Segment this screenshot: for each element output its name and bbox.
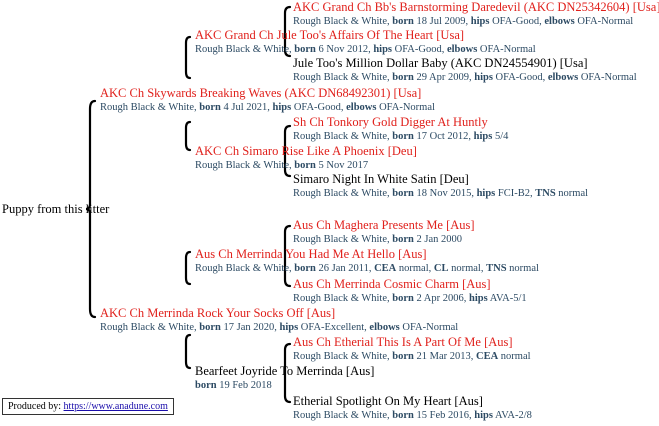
- sire-dam-entry: AKC Ch Simaro Rise Like A Phoenix [Deu] …: [195, 144, 417, 172]
- dam-dam-entry: Bearfeet Joyride To Merrinda [Aus] born …: [195, 364, 374, 392]
- dam-sire-details: Rough Black & White, born 26 Jan 2011, C…: [195, 263, 539, 274]
- sire-sire-sire-name[interactable]: AKC Grand Ch Bb's Barnstorming Daredevil…: [293, 0, 659, 14]
- sire-sire-dam-details: Rough Black & White, born 29 Apr 2009, h…: [293, 72, 637, 83]
- producer-label: Produced by:: [8, 401, 62, 412]
- sire-dam-dam-name[interactable]: Simaro Night In White Satin [Deu]: [293, 172, 469, 186]
- sire-entry: AKC Ch Skywards Breaking Waves (AKC DN68…: [100, 86, 435, 114]
- sire-sire-sire-entry: AKC Grand Ch Bb's Barnstorming Daredevil…: [293, 0, 659, 28]
- sire-dam-sire-entry: Sh Ch Tonkory Gold Digger At Huntly Roug…: [293, 115, 508, 143]
- puppy-label: Puppy from this litter: [2, 202, 110, 216]
- sire-dam-dam-entry: Simaro Night In White Satin [Deu] Rough …: [293, 172, 588, 200]
- dam-dam-sire-details: Rough Black & White, born 21 Mar 2013, C…: [293, 351, 531, 362]
- sire-sire-name[interactable]: AKC Grand Ch Jule Too's Affairs Of The H…: [195, 28, 465, 42]
- sire-details: Rough Black & White, born 4 Jul 2021, hi…: [100, 102, 435, 113]
- producer-box: Produced by: https://www.anadune.com: [2, 398, 174, 415]
- dam-sire-entry: Aus Ch Merrinda You Had Me At Hello [Aus…: [195, 247, 539, 275]
- dam-dam-name[interactable]: Bearfeet Joyride To Merrinda [Aus]: [195, 364, 375, 378]
- dam-dam-sire-name[interactable]: Aus Ch Etherial This Is A Part Of Me [Au…: [293, 335, 513, 349]
- sire-dam-sire-name[interactable]: Sh Ch Tonkory Gold Digger At Huntly: [293, 115, 488, 129]
- sire-sire-entry: AKC Grand Ch Jule Too's Affairs Of The H…: [195, 28, 536, 56]
- dam-dam-dam-details: Rough Black & White, born 15 Feb 2016, h…: [293, 410, 532, 421]
- sire-sire-sire-details: Rough Black & White, born 18 Jul 2009, h…: [293, 16, 634, 27]
- dam-dam-details: born 19 Feb 2018: [195, 380, 272, 391]
- dam-dam-dam-name[interactable]: Etherial Spotlight On My Heart [Aus]: [293, 394, 483, 408]
- dam-sire-sire-details: Rough Black & White, born 2 Jan 2000: [293, 234, 462, 245]
- sire-name[interactable]: AKC Ch Skywards Breaking Waves (AKC DN68…: [100, 86, 422, 100]
- dam-entry: AKC Ch Merrinda Rock Your Socks Off [Aus…: [100, 306, 458, 334]
- dam-name[interactable]: AKC Ch Merrinda Rock Your Socks Off [Aus…: [100, 306, 336, 320]
- producer-link[interactable]: https://www.anadune.com: [63, 401, 168, 412]
- sire-dam-sire-details: Rough Black & White, born 17 Oct 2012, h…: [293, 131, 509, 142]
- dam-dam-dam-entry: Etherial Spotlight On My Heart [Aus] Rou…: [293, 394, 532, 422]
- sire-sire-dam-name[interactable]: Jule Too's Million Dollar Baby (AKC DN24…: [293, 56, 588, 70]
- dam-sire-dam-details: Rough Black & White, born 2 Apr 2006, hi…: [293, 293, 527, 304]
- dam-sire-dam-entry: Aus Ch Merrinda Cosmic Charm [Aus] Rough…: [293, 277, 527, 305]
- dam-sire-name[interactable]: Aus Ch Merrinda You Had Me At Hello [Aus…: [195, 247, 427, 261]
- dam-sire-dam-name[interactable]: Aus Ch Merrinda Cosmic Charm [Aus]: [293, 277, 491, 291]
- sire-sire-details: Rough Black & White, born 6 Nov 2012, hi…: [195, 44, 536, 55]
- dam-details: Rough Black & White, born 17 Jan 2020, h…: [100, 322, 459, 333]
- sire-dam-details: Rough Black & White, born 5 Nov 2017: [195, 160, 369, 171]
- sire-sire-dam-entry: Jule Too's Million Dollar Baby (AKC DN24…: [293, 56, 637, 84]
- dam-sire-sire-name[interactable]: Aus Ch Maghera Presents Me [Aus]: [293, 218, 475, 232]
- dam-sire-sire-entry: Aus Ch Maghera Presents Me [Aus] Rough B…: [293, 218, 475, 246]
- sire-dam-dam-details: Rough Black & White, born 18 Nov 2015, h…: [293, 188, 589, 199]
- dam-dam-sire-entry: Aus Ch Etherial This Is A Part Of Me [Au…: [293, 335, 531, 363]
- sire-dam-name[interactable]: AKC Ch Simaro Rise Like A Phoenix [Deu]: [195, 144, 417, 158]
